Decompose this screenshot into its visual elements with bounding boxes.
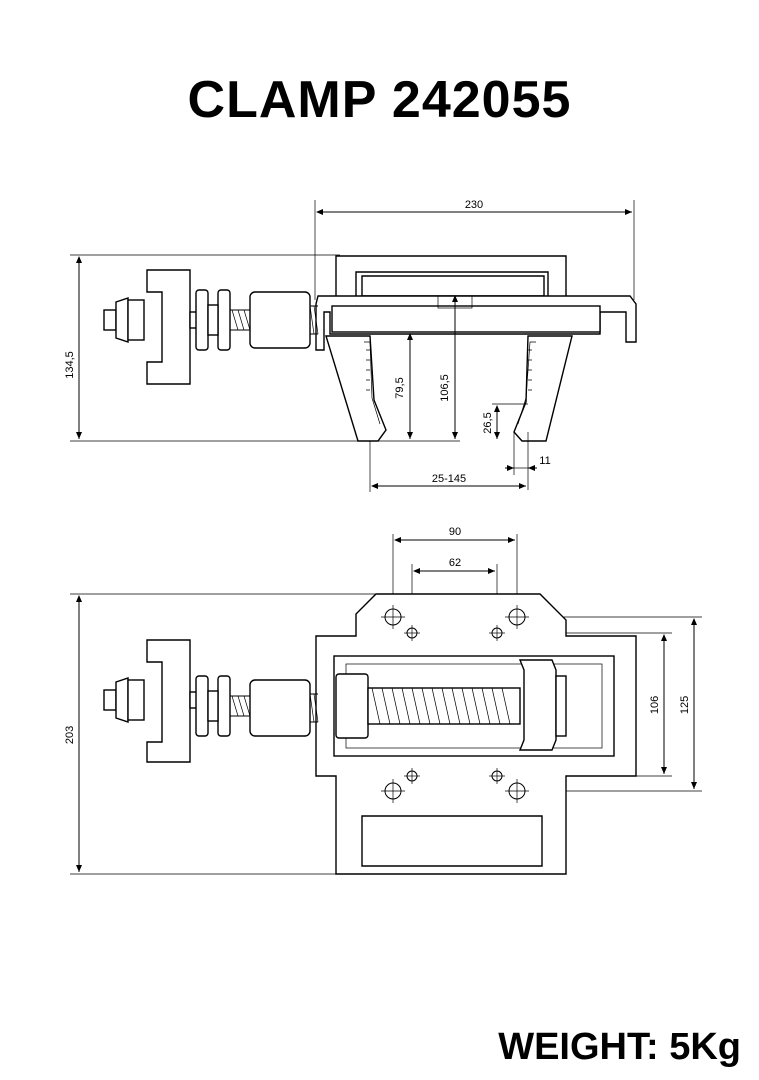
dim-label-overall-height: 134,5: [64, 351, 76, 379]
dim-label-tip-width: 11: [539, 455, 550, 467]
dim-label-overall-width: 230: [465, 199, 483, 211]
dim-label-tip-height: 26,5: [482, 412, 494, 433]
side-left-jaw: [325, 335, 387, 442]
dim-label-hole-spacing-inner: 62: [449, 557, 461, 569]
top-handle-assembly: [103, 639, 319, 763]
dim-label-inner-height: 106,5: [439, 374, 451, 402]
side-rail-inner: [331, 305, 601, 333]
side-threaded-sleeve: [249, 291, 311, 349]
side-frame-window: [361, 275, 545, 297]
drawing-title: CLAMP 242055: [187, 71, 572, 129]
side-handle-bar: [146, 269, 191, 385]
mounting-holes: [381, 605, 529, 803]
dim-label-overall-depth: 203: [64, 726, 76, 744]
weight-label: WEIGHT: 5Kg: [498, 1026, 741, 1068]
dim-label-jaw-height: 79,5: [394, 377, 406, 398]
top-bottom-slot: [361, 815, 543, 867]
dim-label-hole-spacing-outer: 90: [449, 526, 461, 538]
top-threaded-sleeve: [249, 679, 311, 737]
side-view: 230 134,5 79,5 106,5 26,5: [64, 199, 637, 492]
top-jaw-pad: [555, 675, 567, 737]
side-handle-assembly: [103, 269, 319, 385]
top-view: 90 62 203 106 125: [64, 526, 702, 875]
side-right-jaw: [513, 335, 573, 442]
top-lead-screw: [367, 687, 521, 725]
dim-label-opening-range: 25-145: [432, 473, 466, 485]
top-handle-bar: [146, 639, 191, 763]
top-sliding-jaw: [518, 659, 557, 751]
top-screw-head: [335, 673, 369, 739]
dim-label-inner-depth: 106: [649, 696, 661, 714]
dim-label-outer-depth: 125: [679, 696, 691, 714]
